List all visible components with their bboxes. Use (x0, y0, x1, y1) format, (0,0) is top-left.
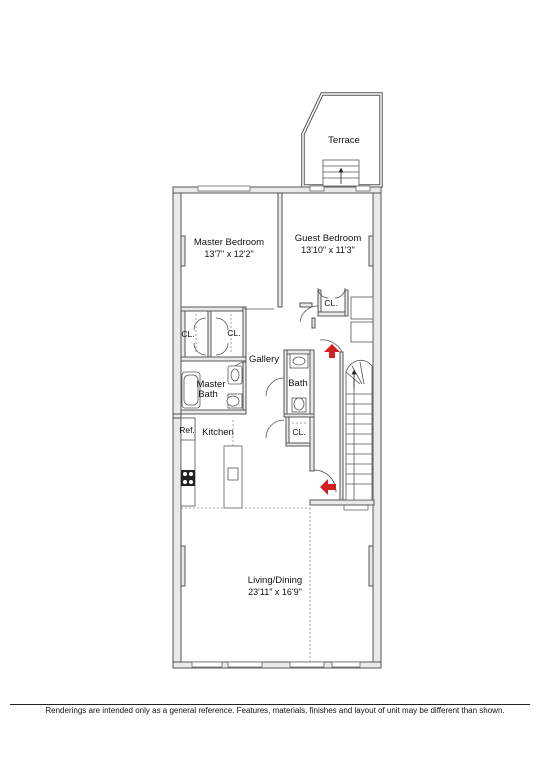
guest-bedroom-dims: 13'10" x 11'3" (301, 245, 355, 255)
disclaimer-text: Renderings are intended only as a genera… (45, 706, 505, 715)
footer-divider (10, 704, 530, 705)
master-closet-right-label: CL. (227, 328, 240, 338)
master-bath-label-line1: Master (196, 379, 225, 390)
bath-label: Bath (288, 378, 308, 389)
master-closet-left-label: CL. (181, 329, 194, 339)
living-dining-label: Living/Dining (248, 575, 302, 586)
terrace-steps (322, 159, 360, 187)
master-bedroom-dims: 13'7" x 12'2" (204, 249, 253, 259)
guest-bedroom-label: Guest Bedroom (295, 233, 362, 244)
gallery-label: Gallery (249, 354, 279, 365)
entry-arrows (320, 344, 340, 495)
refrigerator-label: Ref. (179, 425, 195, 435)
master-bath-fixtures (181, 365, 243, 409)
master-bath-label-line2: Bath (198, 389, 218, 400)
terrace (301, 92, 383, 188)
entry-arrow-left (320, 479, 336, 495)
closet-rods (195, 308, 308, 424)
space-divisions (181, 420, 311, 662)
kitchen-label: Kitchen (202, 427, 234, 438)
living-dining-dims: 23'11" x 16'9" (248, 587, 302, 597)
windows (191, 185, 371, 668)
hall-closet-label: CL. (292, 427, 305, 437)
bath-fixtures (289, 353, 309, 413)
guest-closet-label: CL. (324, 298, 337, 308)
master-bedroom-label: Master Bedroom (194, 237, 264, 248)
staircase (345, 359, 373, 501)
entry-arrow-up (324, 344, 340, 358)
terrace-label: Terrace (328, 135, 360, 146)
